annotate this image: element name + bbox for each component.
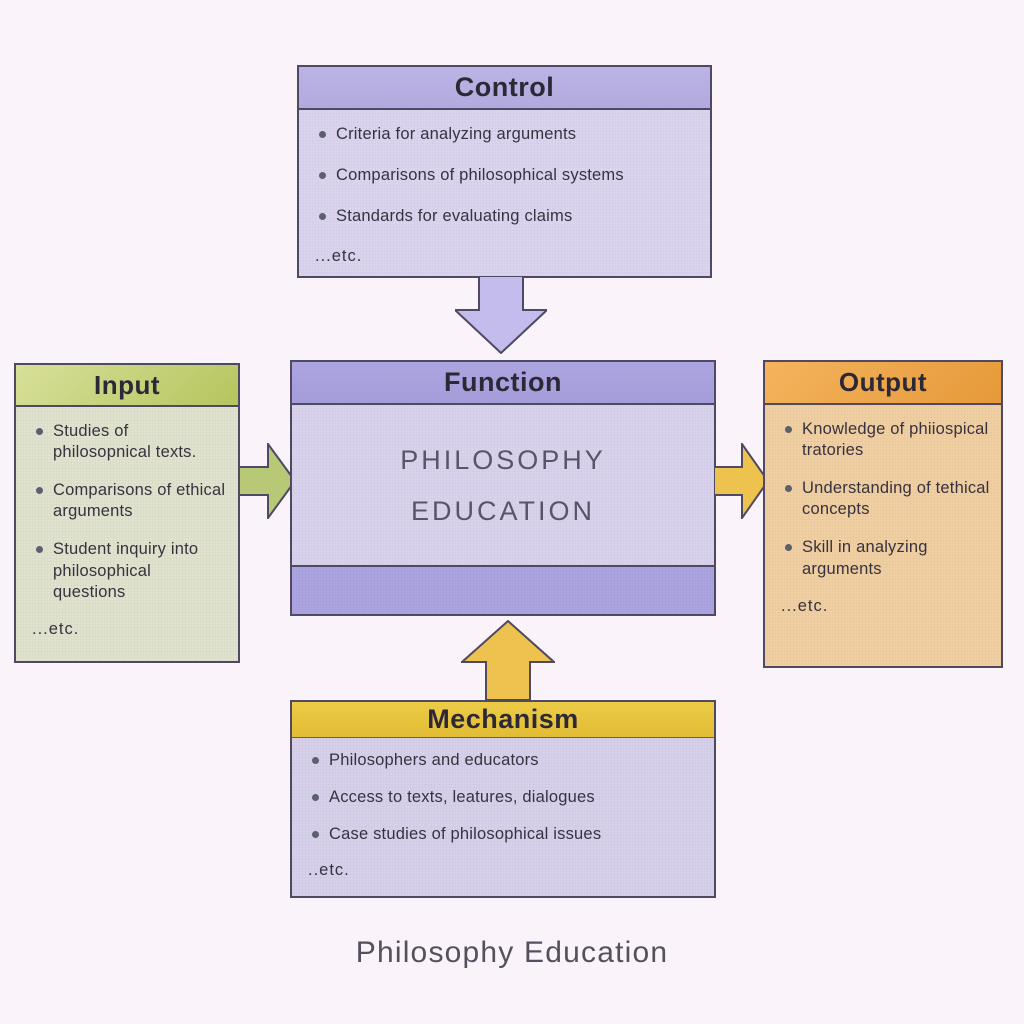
bullet-icon (785, 485, 792, 493)
mechanism-box: Mechanism Philosophers and educators Acc… (290, 700, 716, 898)
function-box: Function PHILOSOPHY EDUCATION (290, 360, 716, 616)
list-item-text: Case studies of philosophical issues (329, 825, 602, 844)
function-to-output-arrow-icon (714, 443, 769, 519)
etc-label: ..etc. (308, 861, 350, 880)
list-item: Philosophers and educators (306, 750, 704, 771)
diagram-caption: Philosophy Education (355, 936, 669, 969)
list-item: Comparisons of philosophical systems (313, 165, 700, 186)
etc-label: ...etc. (781, 596, 829, 615)
list-item-text: Skill in analyzing arguments (802, 538, 928, 578)
bullet-icon (312, 794, 319, 802)
control-to-function-arrow-icon (455, 276, 547, 354)
bullet-icon (36, 487, 43, 495)
list-item-text: Studies of philosopnical texts. (53, 422, 197, 462)
list-item: Skill in analyzing arguments (779, 537, 991, 579)
bullet-icon (785, 426, 792, 433)
bullet-icon (319, 131, 326, 138)
control-box: Control Criteria for analyzing arguments… (297, 65, 712, 278)
list-item: Student inquiry into philosophical quest… (30, 539, 228, 602)
output-box-title: Output (765, 362, 1001, 405)
function-subject-line2: EDUCATION (410, 495, 595, 526)
list-item: Case studies of philosophical issues (306, 824, 704, 845)
mechanism-to-function-arrow-icon (461, 620, 555, 701)
bullet-icon (312, 757, 319, 764)
bullet-icon (319, 213, 326, 221)
etc-label: ...etc. (315, 247, 363, 266)
control-bullet-list: Criteria for analyzing arguments Compari… (299, 110, 710, 266)
function-subject: PHILOSOPHY EDUCATION (292, 405, 714, 566)
bullet-icon (36, 428, 43, 435)
input-to-function-arrow-icon (239, 443, 296, 519)
list-item: Studies of philosopnical texts. (30, 421, 228, 463)
etc-label: ...etc. (32, 619, 80, 638)
list-item-text: Comparisons of ethical arguments (53, 481, 226, 521)
list-item: Standards for evaluating claims (313, 206, 700, 227)
list-item-text: Philosophers and educators (329, 751, 539, 769)
bullet-icon (312, 831, 319, 839)
list-item-text: Access to texts, leatures, dialogues (329, 788, 595, 807)
output-box: Output Knowledge of phiiospical tratorie… (763, 360, 1003, 668)
list-item: Comparisons of ethical arguments (30, 480, 228, 522)
list-item-text: Standards for evaluating claims (336, 207, 573, 226)
mechanism-bullet-list: Philosophers and educators Access to tex… (292, 738, 714, 880)
list-item: Knowledge of phiiospical tratories (779, 419, 991, 461)
output-bullet-list: Knowledge of phiiospical tratories Under… (765, 405, 1001, 616)
mechanism-box-title: Mechanism (292, 702, 714, 738)
bullet-icon (785, 544, 792, 552)
function-subject-line1: PHILOSOPHY (400, 444, 606, 475)
list-item-text: Knowledge of phiiospical tratories (802, 420, 989, 460)
list-item-text: Comparisons of philosophical systems (336, 166, 624, 185)
list-item-text: Criteria for analyzing arguments (336, 125, 577, 143)
list-item-text: Student inquiry into philosophical quest… (53, 540, 199, 601)
bullet-icon (36, 546, 43, 554)
input-box: Input Studies of philosopnical texts. Co… (14, 363, 240, 663)
control-box-title: Control (299, 67, 710, 110)
bullet-icon (319, 172, 326, 180)
list-item: Criteria for analyzing arguments (313, 124, 700, 145)
list-item: Access to texts, leatures, dialogues (306, 787, 704, 808)
list-item-text: Understanding of tethical concepts (802, 479, 990, 519)
input-box-title: Input (16, 365, 238, 407)
function-box-title: Function (292, 362, 714, 405)
function-footer-strip (292, 565, 714, 614)
list-item: Understanding of tethical concepts (779, 478, 991, 520)
input-bullet-list: Studies of philosopnical texts. Comparis… (16, 407, 238, 639)
